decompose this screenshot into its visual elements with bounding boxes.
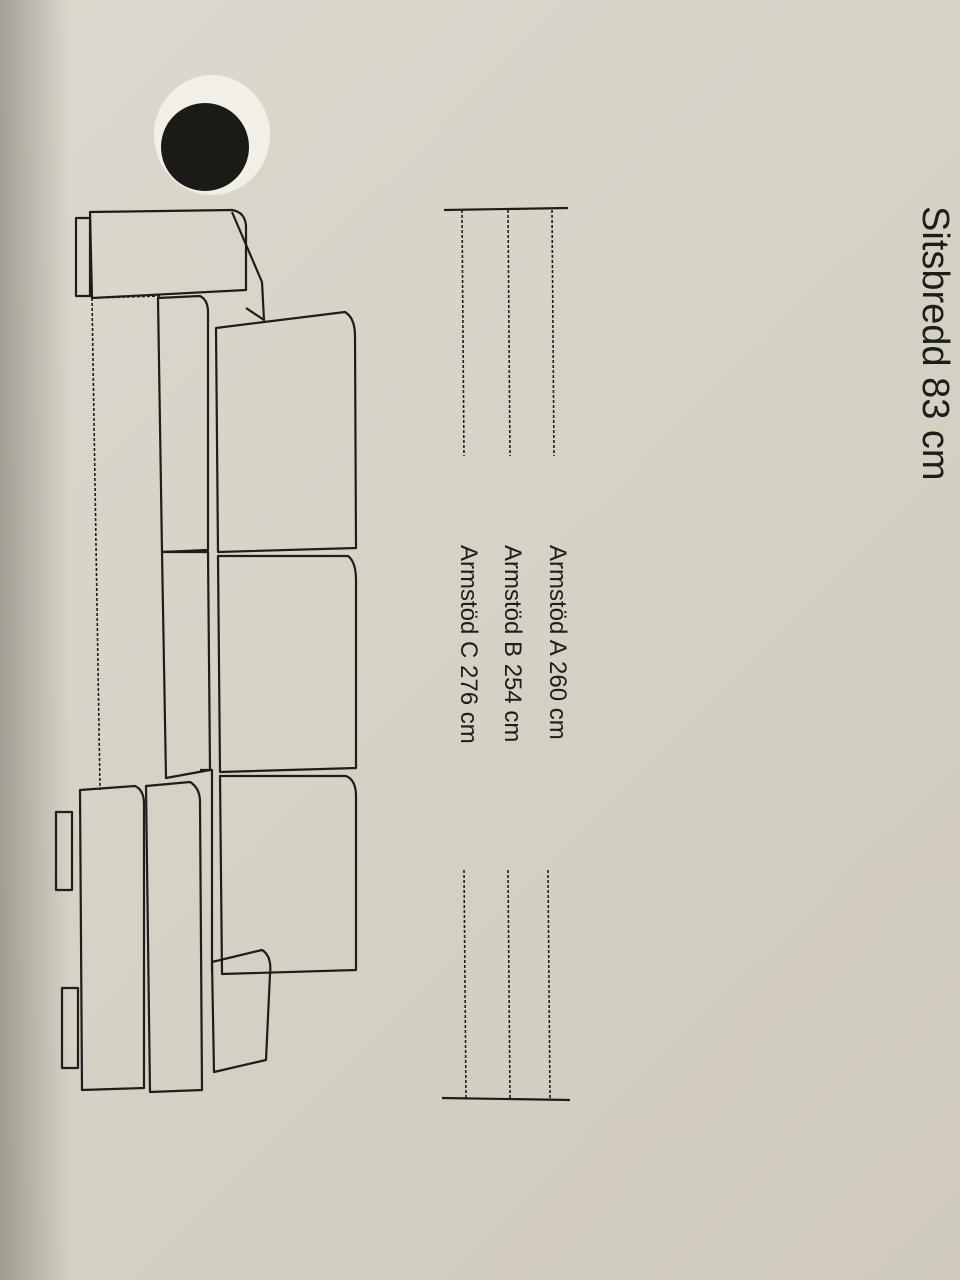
dimension-lines-top: [443, 206, 569, 457]
armrest-b-label: Armstöd B 254 cm: [499, 545, 526, 743]
sofa-outline: [54, 208, 358, 1094]
armrest-a-label: Armstöd A 260 cm: [544, 545, 571, 740]
seat-width-label: Sitsbredd 83 cm: [914, 206, 956, 481]
armrest-c-label: Armstöd C 276 cm: [455, 545, 482, 744]
punch-hole: [154, 75, 270, 195]
dimension-lines-bottom: [441, 869, 571, 1102]
shadow: [0, 0, 70, 1280]
